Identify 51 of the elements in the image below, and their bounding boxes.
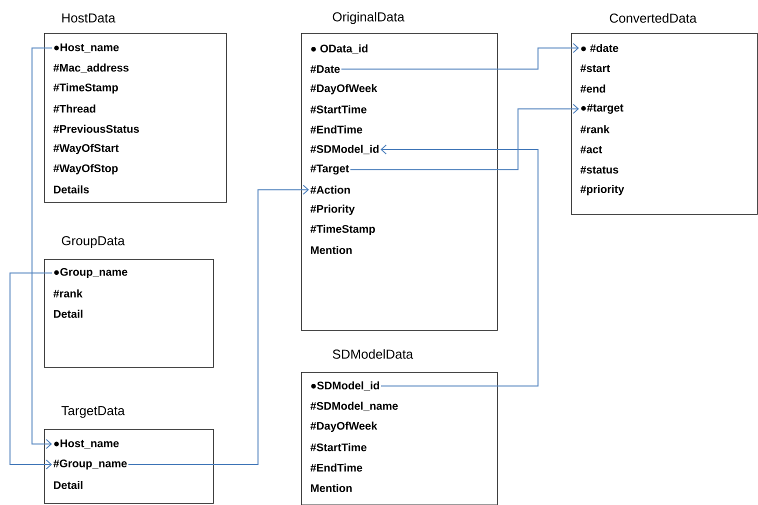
field-label: ●Host_name	[54, 440, 119, 448]
field-label: #SDModel_name	[310, 402, 398, 412]
field-label: Detail	[54, 310, 82, 318]
arrow	[380, 144, 538, 386]
field-label: ●#target	[581, 104, 624, 114]
field-label: #StartTime	[310, 105, 366, 114]
field-label: ●Host_name	[54, 44, 119, 52]
field-label: #DayOfWeek	[310, 422, 378, 432]
field-label: Mention	[310, 484, 352, 492]
field-label: #WayOfStart	[53, 144, 119, 154]
field-label: Detail	[54, 480, 82, 490]
arrow	[10, 272, 52, 470]
field-label: Details	[54, 185, 89, 194]
field-label: #rank	[53, 289, 83, 298]
field-label: ●Group_name	[54, 268, 128, 278]
field-label: #WayOfStop	[53, 164, 118, 174]
node-label: OriginalData	[332, 12, 404, 24]
field-label: #priority	[580, 184, 624, 196]
field-label: #Priority	[310, 204, 355, 215]
field-label: #Thread	[53, 104, 96, 113]
field-label: ●SDModel_id	[311, 381, 380, 391]
field-label: #Mac_address	[53, 64, 129, 73]
field-label: #StartTime	[310, 443, 366, 452]
field-label: #TimeStamp	[310, 224, 375, 235]
arrow	[128, 184, 309, 465]
node-label: ConvertedData	[610, 13, 697, 23]
node-label: HostData	[62, 13, 116, 23]
field-label: ● OData_id	[311, 44, 368, 54]
field-label: #EndTime	[310, 125, 362, 134]
field-label: #Action	[310, 186, 350, 194]
field-label: #start	[580, 64, 610, 72]
field-label: #SDModel_id	[310, 144, 379, 154]
node-label: SDModelData	[332, 349, 414, 359]
arrow	[350, 104, 579, 170]
field-label: #Group_name	[53, 460, 127, 470]
field-label: #Target	[310, 164, 349, 175]
field-label: #rank	[580, 125, 610, 134]
field-label: #end	[580, 84, 606, 93]
arrow	[32, 48, 52, 449]
field-label: #EndTime	[310, 464, 362, 472]
node-label: GroupData	[62, 236, 125, 248]
field-label: #act	[580, 146, 602, 154]
field-label: #TimeStamp	[53, 83, 118, 94]
arrow	[340, 43, 579, 70]
node-label: TargetData	[62, 406, 125, 418]
field-label: #status	[580, 166, 618, 174]
field-label: #Date	[310, 65, 340, 73]
field-label: Mention	[310, 246, 352, 254]
field-label: #PreviousStatus	[53, 124, 139, 133]
field-label: ● #date	[581, 44, 618, 52]
field-label: #DayOfWeek	[310, 84, 378, 94]
